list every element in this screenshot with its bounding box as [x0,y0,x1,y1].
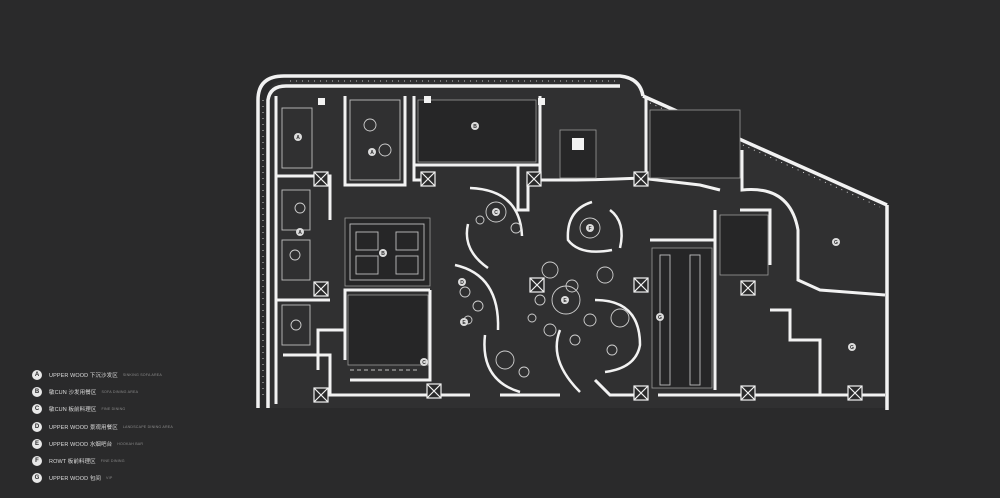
legend-badge: C [32,404,42,415]
legend-item: C 敏CUN 板前料理区 FINE DINING [32,402,173,416]
zone-marker-label: C [494,210,498,216]
zone-markers: A A A B B C C D E E F G G G [294,122,856,366]
service-blocks [318,96,584,150]
legend-item: F ROWT 板前料理区 FINE DINING [32,454,173,468]
zone-marker-label: G [834,240,838,246]
legend-sublabel: FINE DINING [100,458,125,463]
tables [289,118,630,378]
legend-item: B 敏CUN 沙发用餐区 SOFA DINING AREA [32,385,173,399]
zone-marker-label: A [296,135,300,141]
legend-badge: B [32,387,42,398]
legend-sublabel: HOOKAH BAR [117,441,144,446]
curved-walls [454,186,642,394]
legend-label: 敏CUN 沙发用餐区 [49,390,97,397]
zone-marker-label: F [588,226,591,232]
zone-marker-label: D [460,280,464,286]
legend-item: G UPPER WOOD 包间 VIP [32,471,173,485]
legend-sublabel: FINE DINING [101,407,126,412]
legend-sublabel: SINKING SOFA AREA [122,373,162,377]
zone-marker-label: A [370,150,374,156]
legend-badge: A [32,370,42,380]
interior-walls [274,96,886,404]
legend-label: UPPER WOOD 包间 [49,476,102,483]
zone-marker-label: B [381,251,385,257]
zone-marker-label: G [658,315,662,321]
legend-sublabel: LANDSCAPE DINING AREA [122,424,173,429]
legend-sublabel: SOFA DINING AREA [101,390,139,395]
legend-badge: G [32,473,42,484]
zone-marker-label: C [422,360,426,366]
legend-badge: E [32,438,42,449]
legend-badge: D [32,421,42,432]
legend-sublabel: VIP [106,476,113,481]
legend: A UPPER WOOD 下沉沙发区 SINKING SOFA AREA B 敏… [32,368,173,488]
zone-marker-label: B [473,124,477,130]
zone-marker-label: E [563,298,567,304]
zone-marker-label: G [850,345,854,351]
legend-badge: F [32,455,42,466]
zone-marker-label: A [298,230,302,236]
legend-label: UPPER WOOD 景观用餐区 [49,424,118,431]
exterior-walls [256,74,889,410]
legend-label: UPPER WOOD 水烟吧台 [49,441,113,448]
legend-label: ROWT 板前料理区 [49,458,96,465]
legend-label: 敏CUN 板前料理区 [49,407,97,414]
legend-label: UPPER WOOD 下沉沙发区 [49,373,118,379]
legend-item: A UPPER WOOD 下沉沙发区 SINKING SOFA AREA [32,368,173,382]
legend-item: E UPPER WOOD 水烟吧台 HOOKAH BAR [32,437,173,451]
zone-marker-label: E [462,320,466,326]
columns [313,171,863,403]
legend-item: D UPPER WOOD 景观用餐区 LANDSCAPE DINING AREA [32,420,173,434]
